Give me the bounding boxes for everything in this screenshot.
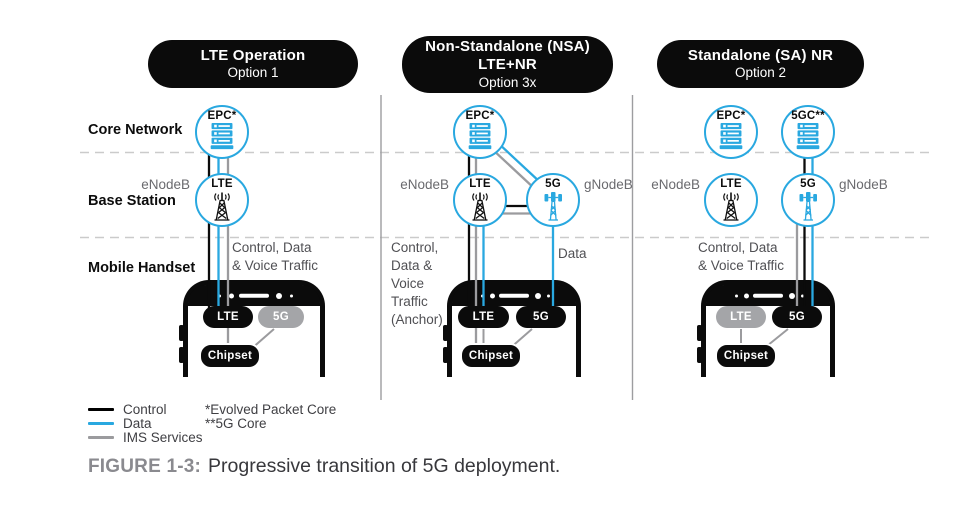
header-title: Non-Standalone (NSA) (425, 37, 590, 55)
data-annotation: Data (558, 246, 587, 261)
phone-side-button (443, 347, 448, 363)
camera-dot-icon (789, 292, 796, 299)
phone-top-bar (452, 285, 576, 306)
column-header-lte-operation: LTE Operation Option 1 (148, 40, 358, 88)
phone-5g-chip: 5G (516, 306, 566, 328)
header-title: LTE Operation (200, 46, 306, 64)
speaker-icon (239, 293, 269, 298)
node-label: 5G (545, 178, 561, 190)
camera-dot-icon (480, 294, 484, 297)
ims-line-swatch (88, 435, 114, 439)
node-label: EPC* (465, 110, 495, 122)
node-lte-enodeb: LTE (195, 173, 249, 227)
header-title: Standalone (SA) NR (687, 46, 834, 64)
node-lte-enodeb: LTE (453, 173, 507, 227)
row-label-base-station: Base Station (88, 193, 176, 209)
node-label: LTE (720, 178, 742, 190)
node-epc: EPC* (453, 105, 507, 159)
phone-lte-chip-inactive: LTE (716, 306, 766, 328)
server-stack-icon (719, 122, 743, 149)
node-lte-enodeb: LTE (704, 173, 758, 227)
camera-dot-icon (228, 293, 234, 298)
footnote-epc: *Evolved Packet Core (205, 402, 337, 417)
legend-item-control: Control (88, 401, 167, 417)
phone-5g-chip-inactive: 5G (258, 306, 304, 328)
gnodeb-label: gNodeB (839, 177, 888, 192)
camera-dot-icon (289, 294, 293, 297)
traffic-annotation-anchor: Control, Data & Voice Traffic (Anchor) (391, 240, 443, 328)
node-5g-gnodeb: 5G (526, 173, 580, 227)
server-stack-icon (210, 122, 234, 149)
legend-item-data: Data (88, 415, 152, 431)
camera-dot-icon (547, 294, 551, 297)
column-header-nsa: Non-Standalone (NSA) LTE+NR Option 3x (402, 36, 613, 93)
header-option: Option 2 (734, 64, 787, 80)
phone-lte-chip: LTE (203, 306, 253, 328)
camera-dot-icon (744, 293, 750, 298)
phone-side-button (697, 325, 702, 341)
legend-label: Control (123, 401, 167, 417)
camera-dot-icon (734, 294, 738, 297)
node-label: LTE (211, 178, 233, 190)
mobile-handset-phone (697, 280, 835, 377)
legend-label: IMS Services (123, 429, 203, 445)
phone-side-button (179, 325, 184, 341)
enodeb-label: eNodeB (141, 177, 190, 192)
lte-tower-icon (472, 192, 488, 221)
speaker-icon (499, 293, 529, 298)
camera-dot-icon (801, 294, 805, 297)
gnodeb-label: gNodeB (584, 177, 633, 192)
server-stack-icon (468, 122, 492, 149)
node-label: LTE (469, 178, 491, 190)
header-title-line2: LTE+NR (478, 56, 537, 74)
enodeb-label: eNodeB (651, 177, 700, 192)
traffic-annotation: Control, Data & Voice Traffic (698, 240, 785, 274)
camera-dot-icon (218, 294, 222, 297)
control-line-swatch (88, 407, 114, 411)
5g-antenna-icon (544, 191, 562, 221)
figure-caption-text: Progressive transition of 5G deployment. (208, 455, 561, 477)
header-option: Option 3x (478, 74, 537, 90)
data-line-swatch (88, 421, 114, 425)
node-epc: EPC* (195, 105, 249, 159)
node-epc: EPC* (704, 105, 758, 159)
phone-chipset-chip: Chipset (715, 343, 777, 369)
5g-antenna-icon (799, 191, 817, 221)
phone-top-bar (188, 285, 320, 306)
phone-side-button (443, 325, 448, 341)
phone-top-bar (706, 285, 830, 306)
phone-lte-chip: LTE (458, 306, 509, 328)
mobile-handset-phone (179, 280, 325, 377)
figure-caption-label: FIGURE 1-3: (88, 456, 202, 477)
node-5g-gnodeb: 5G (781, 173, 835, 227)
header-option: Option 1 (227, 64, 279, 80)
server-stack-icon (796, 122, 820, 149)
enodeb-label: eNodeB (400, 177, 449, 192)
phone-side-button (179, 347, 184, 363)
row-label-mobile-handset: Mobile Handset (88, 260, 196, 276)
footnote-5gc: **5G Core (205, 416, 267, 431)
camera-dot-icon (276, 292, 283, 299)
speaker-icon (753, 293, 783, 298)
lte-tower-icon (723, 192, 739, 221)
camera-dot-icon (535, 292, 542, 299)
figure-caption: FIGURE 1-3: Progressive transition of 5G… (88, 455, 560, 478)
camera-dot-icon (490, 293, 496, 298)
phone-chipset-chip: Chipset (199, 343, 261, 369)
legend-item-ims: IMS Services (88, 429, 203, 445)
phone-side-button (697, 347, 702, 363)
node-label: EPC* (716, 110, 746, 122)
lte-tower-icon (214, 192, 230, 221)
phone-5g-chip: 5G (772, 306, 822, 328)
node-5gc: 5GC** (781, 105, 835, 159)
node-label: 5GC** (791, 110, 825, 122)
column-header-sa: Standalone (SA) NR Option 2 (657, 40, 864, 88)
node-label: EPC* (207, 110, 237, 122)
traffic-annotation: Control, Data & Voice Traffic (232, 240, 319, 274)
legend-label: Data (123, 415, 152, 431)
row-label-core-network: Core Network (88, 122, 183, 138)
phone-chipset-chip: Chipset (460, 343, 522, 369)
node-label: 5G (800, 178, 816, 190)
